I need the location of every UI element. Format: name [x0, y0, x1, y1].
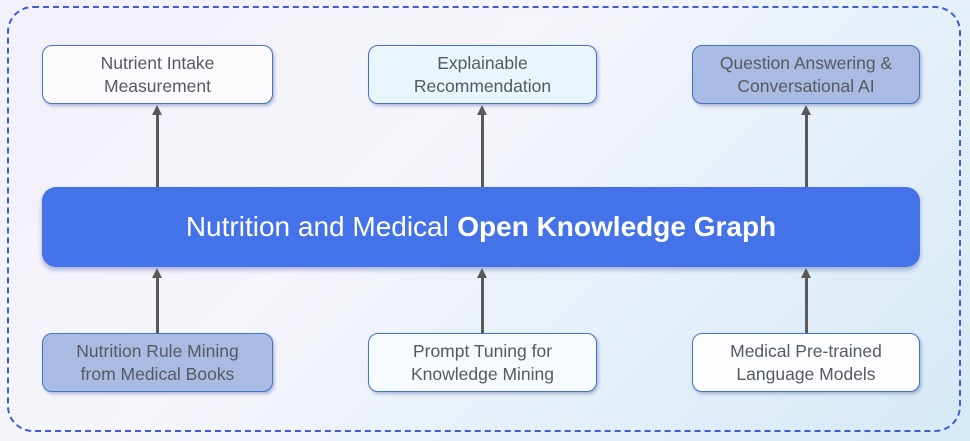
box-label-line: Explainable [437, 53, 528, 74]
box-label-line: Question Answering & [719, 53, 893, 74]
arrow-head [152, 105, 162, 115]
box-nutrient-intake-measurement: Nutrient Intake Measurement [42, 45, 273, 104]
box-nutrition-rule-mining: Nutrition Rule Mining from Medical Books [42, 333, 273, 392]
arrow-shaft [480, 278, 484, 333]
box-label-line: Prompt Tuning for [412, 341, 553, 362]
arrow-head [801, 105, 811, 115]
box-question-answering-conversational-ai: Question Answering & Conversational AI [692, 45, 920, 104]
box-label-line: Nutrition Rule Mining [76, 341, 239, 362]
band-text-bold: Open Knowledge Graph [457, 211, 777, 242]
arrow-head [801, 268, 811, 278]
band-text-regular: Nutrition and Medical [185, 211, 449, 242]
arrow-up-icon [476, 105, 488, 187]
arrow-shaft [804, 278, 808, 333]
box-label-line: Measurement [104, 75, 211, 96]
box-medical-pretrained-language-models: Medical Pre-trained Language Models [692, 333, 920, 392]
arrow-up-icon [151, 268, 163, 333]
box-label-line: Nutrient Intake [100, 53, 215, 74]
arrow-shaft [804, 115, 808, 187]
arrow-head [152, 268, 162, 278]
arrow-head [477, 268, 487, 278]
box-label-line: Medical Pre-trained [730, 341, 882, 362]
box-label-line: Recommendation [413, 75, 552, 96]
center-band-open-knowledge-graph: Nutrition and Medical Open Knowledge Grap… [42, 187, 920, 267]
box-label-line: Knowledge Mining [410, 363, 554, 384]
arrow-shaft [480, 115, 484, 187]
arrow-up-icon [800, 268, 812, 333]
box-label-line: Language Models [736, 363, 876, 384]
arrow-shaft [155, 115, 159, 187]
box-label-line: from Medical Books [80, 363, 235, 384]
box-prompt-tuning-knowledge-mining: Prompt Tuning for Knowledge Mining [368, 333, 597, 392]
box-label-line: Conversational AI [737, 75, 875, 96]
arrow-up-icon [476, 268, 488, 333]
arrow-up-icon [151, 105, 163, 187]
arrow-shaft [155, 278, 159, 333]
arrow-head [477, 105, 487, 115]
box-explainable-recommendation: Explainable Recommendation [368, 45, 597, 104]
arrow-up-icon [800, 105, 812, 187]
